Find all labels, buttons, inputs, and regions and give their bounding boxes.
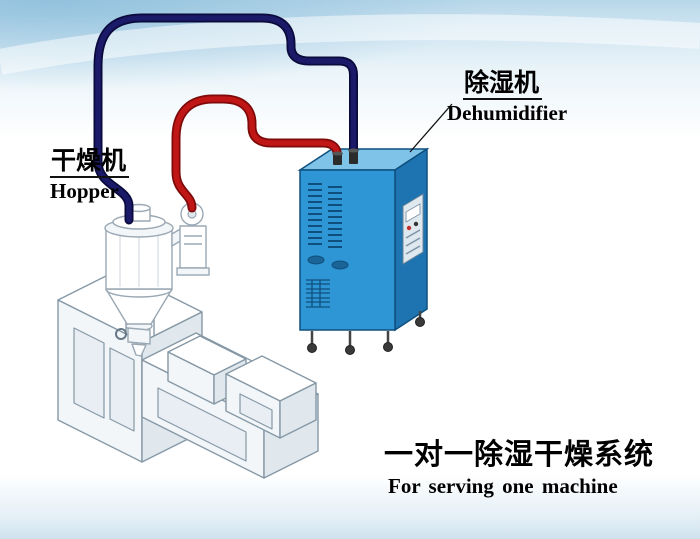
panel-lines — [405, 229, 421, 255]
oval-vent-2 — [331, 260, 349, 270]
pipe-connectors — [332, 148, 359, 165]
cabinet-door-left — [73, 327, 105, 419]
blue-air-pipe — [93, 13, 358, 225]
dehumidifier-label-cn: 除湿机 — [463, 70, 543, 101]
caption-cn: 一对一除湿干燥系统 — [384, 439, 655, 471]
lower-vent-grid — [306, 279, 330, 308]
vent-grid-right — [328, 186, 342, 248]
caption-en: For serving one machine — [388, 474, 618, 499]
panel-indicator-dark — [413, 221, 419, 227]
connector-stub-right-top — [348, 148, 359, 153]
hopper-dryer — [104, 202, 210, 357]
hopper-label-en: Hopper — [50, 179, 119, 204]
dehumidifier-label: 除湿机 Dehumidifier — [447, 70, 568, 126]
blower-vents — [184, 235, 202, 245]
caster-wheels — [307, 311, 425, 355]
hopper-funnel — [131, 343, 147, 357]
vent-grid-left — [308, 183, 322, 245]
extruder-machine — [57, 269, 319, 479]
control-panel — [402, 193, 424, 265]
cabinet-door-right — [109, 347, 135, 432]
background-sheen — [0, 14, 700, 75]
caption: 一对一除湿干燥系统 For serving one machine — [384, 439, 655, 499]
hopper-bottom-rim — [105, 288, 173, 298]
red-air-pipe — [171, 94, 342, 213]
blower-body — [179, 225, 207, 269]
hopper-valve-box — [127, 327, 151, 345]
bed-panel — [157, 387, 247, 462]
cover-box2-side — [279, 382, 317, 439]
oval-vent-1 — [307, 255, 325, 265]
blower-base — [176, 267, 210, 276]
hopper-body-seams — [119, 231, 159, 287]
blower-unit — [171, 202, 210, 276]
hopper-label-cn: 干燥机 — [50, 148, 130, 179]
dehumidifier-front-face — [299, 169, 396, 331]
dehumidifier-pointer-line — [409, 103, 453, 153]
valve-handwheel — [115, 328, 127, 340]
connector-stub-left-top — [332, 151, 343, 156]
control-panel-display — [405, 203, 421, 223]
connector-stub-right — [349, 150, 358, 164]
connector-stub-left — [333, 153, 342, 165]
dehumidifier-label-en: Dehumidifier — [447, 101, 568, 126]
cover-box2-panel — [239, 393, 273, 430]
dehumidifier-unit — [297, 147, 430, 355]
panel-indicator-red — [406, 225, 412, 231]
hopper-label: 干燥机 Hopper — [50, 148, 130, 204]
